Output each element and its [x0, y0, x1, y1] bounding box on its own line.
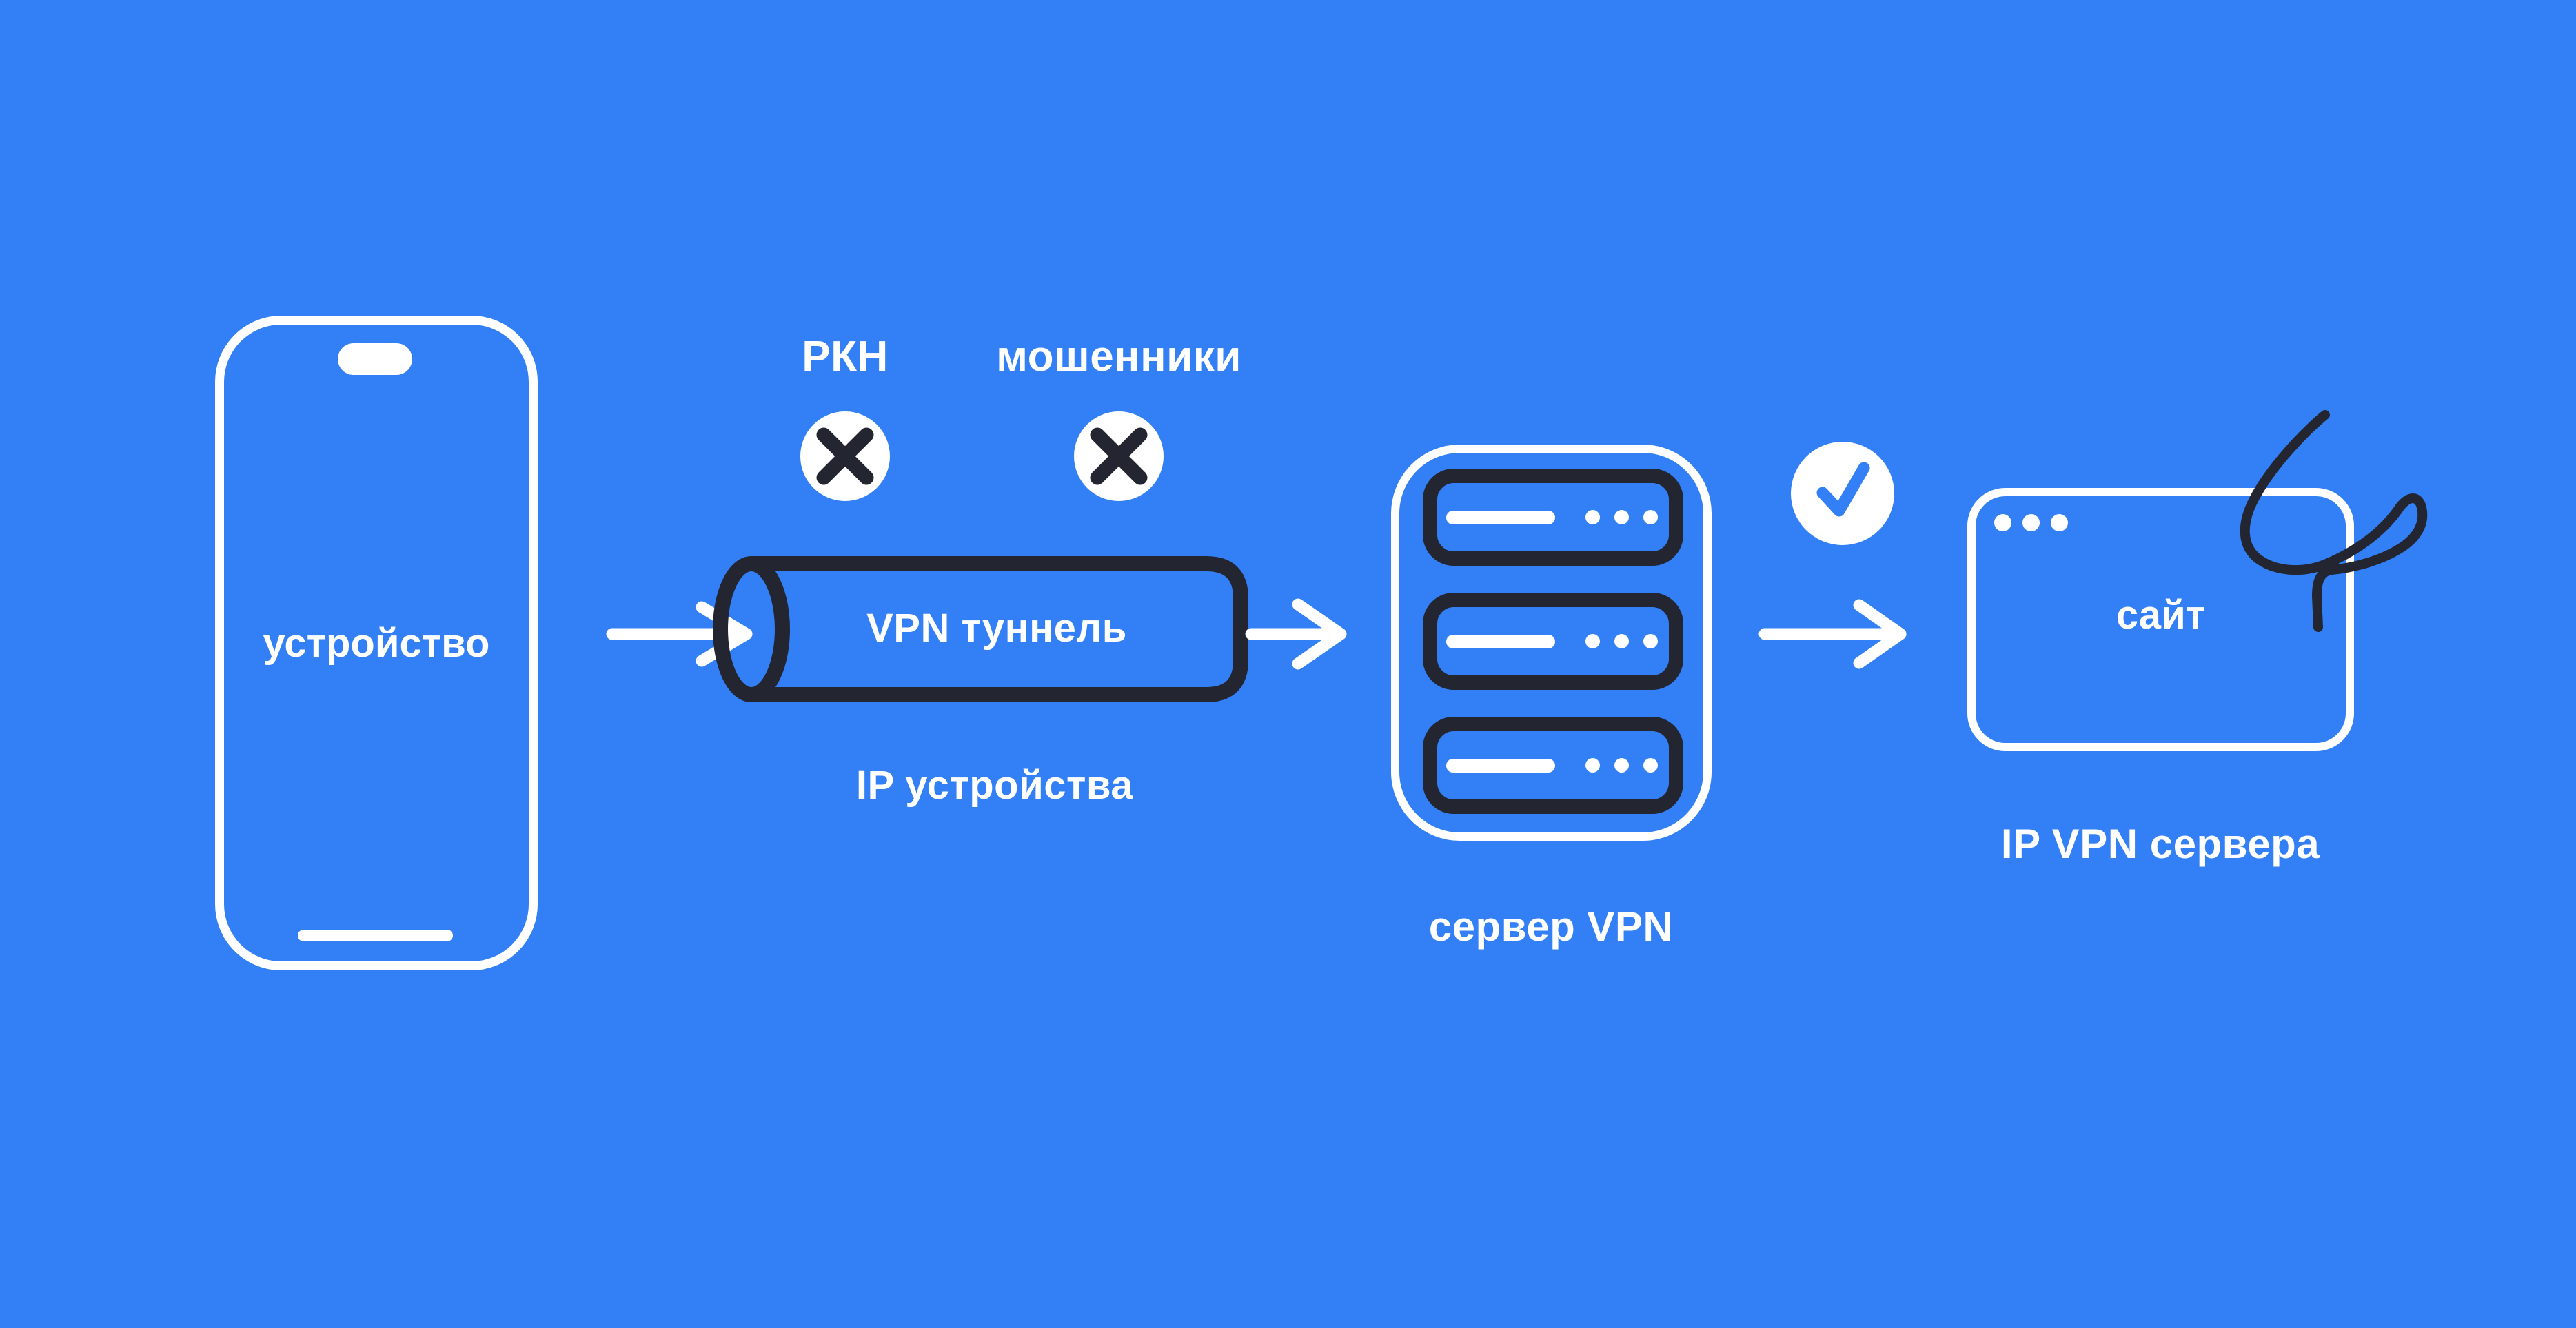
device-phone: устройство [215, 316, 538, 970]
led-dot [1585, 510, 1600, 524]
server-slot [1446, 758, 1555, 773]
server-leds [1585, 510, 1658, 524]
arrow-right-icon [1758, 599, 1907, 669]
x-icon [816, 427, 874, 485]
window-dot [2022, 514, 2040, 531]
blocker-scammers-label: мошенники [996, 333, 1241, 380]
window-dots-icon [1994, 514, 2068, 531]
blocker-rkn-label: РКН [802, 333, 889, 380]
vpn-tunnel-shape [713, 556, 1248, 702]
vpn-server [1391, 445, 1712, 841]
server-leds [1585, 758, 1658, 773]
phone-notch [338, 343, 412, 375]
led-dot [1643, 510, 1658, 524]
check-icon [1816, 462, 1870, 517]
blocked-badge [800, 411, 890, 501]
server-unit [1423, 469, 1683, 566]
led-dot [1614, 510, 1629, 524]
arrow-right-icon [1245, 598, 1347, 670]
led-dot [1585, 634, 1600, 648]
server-unit [1423, 717, 1683, 814]
blocked-badge [1074, 411, 1164, 501]
tunnel-label: VPN туннель [866, 606, 1127, 651]
server-unit [1423, 593, 1683, 690]
led-dot [1585, 758, 1600, 773]
window-dot [2051, 514, 2068, 531]
phone-home-indicator [298, 930, 453, 941]
led-dot [1643, 634, 1658, 648]
scribble-icon [2240, 410, 2428, 632]
window-dot [1994, 514, 2011, 531]
allowed-badge [1791, 442, 1894, 545]
server-label: сервер VPN [1428, 903, 1674, 950]
led-dot [1614, 758, 1629, 773]
x-icon [1090, 427, 1148, 485]
site-caption: IP VPN сервера [2000, 821, 2320, 867]
device-label: устройство [263, 621, 490, 666]
tunnel-caption: IP устройства [855, 763, 1134, 808]
server-slot [1446, 634, 1555, 648]
server-leds [1585, 634, 1658, 648]
server-slot [1446, 510, 1555, 524]
led-dot [1614, 634, 1629, 648]
led-dot [1643, 758, 1658, 773]
site-label: сайт [2116, 593, 2206, 637]
